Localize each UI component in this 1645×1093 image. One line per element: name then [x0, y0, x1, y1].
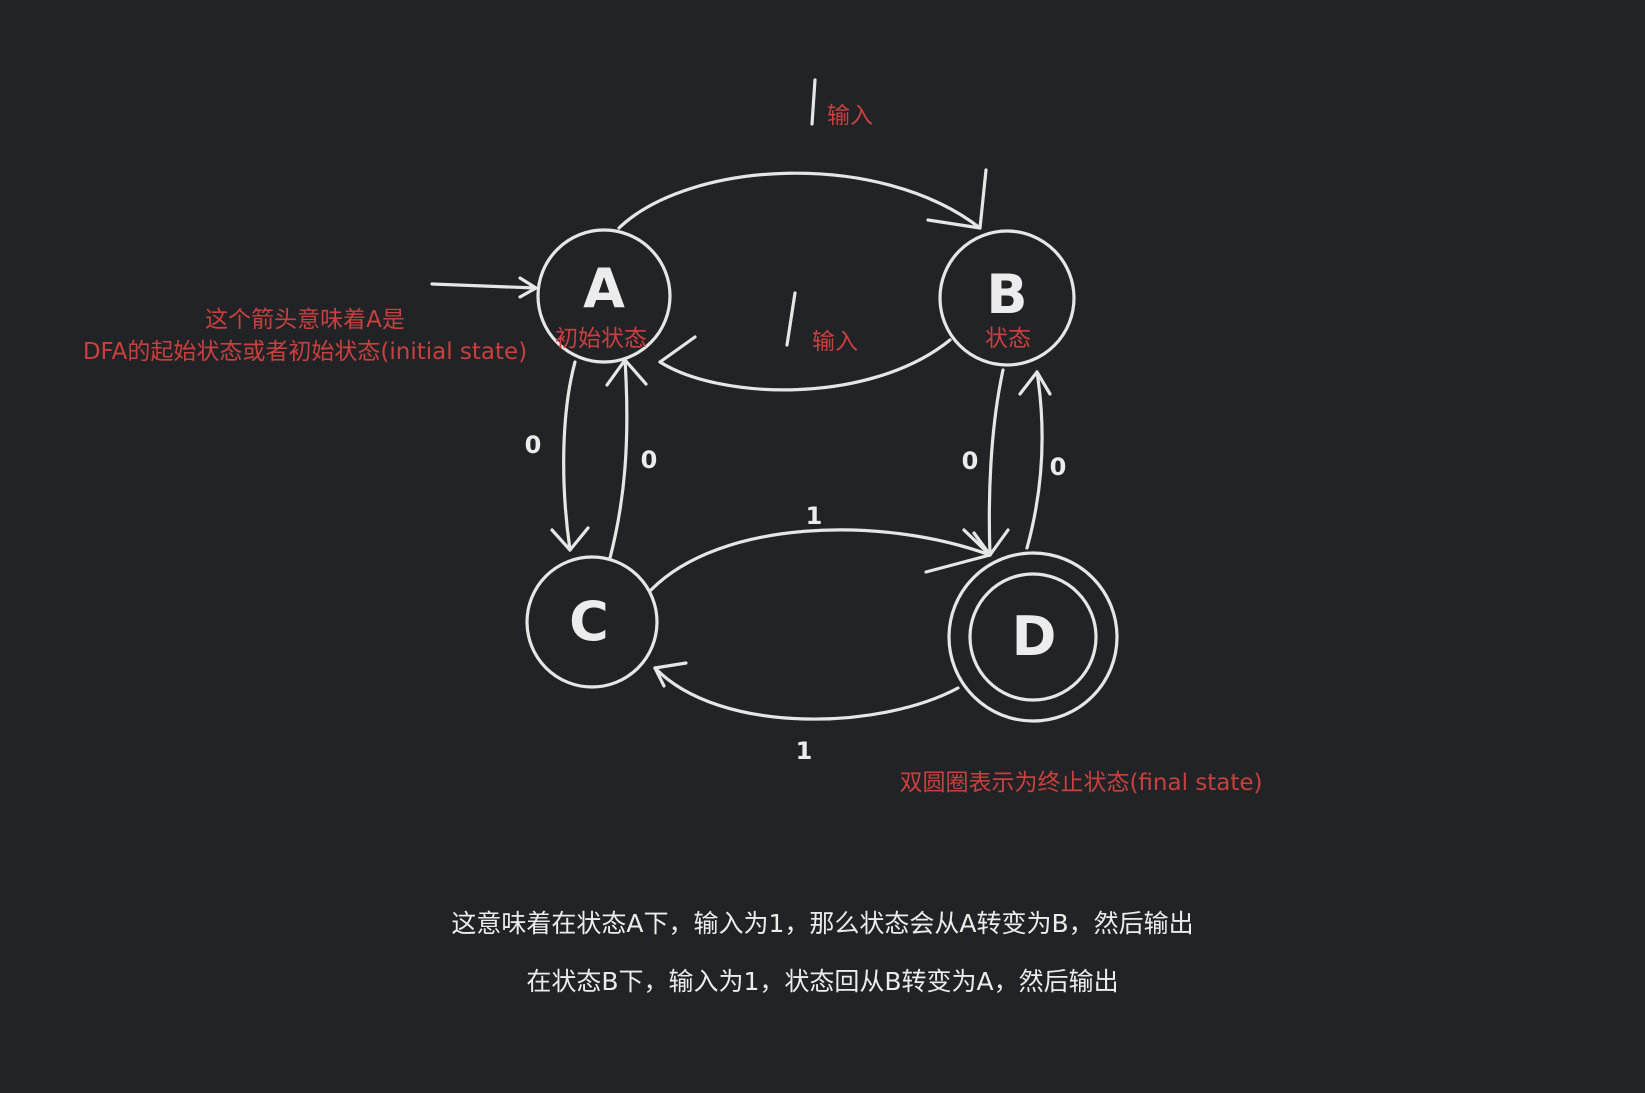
start-arrow-note-line1: 这个箭头意味着A是	[205, 307, 405, 333]
edge-a-to-b-label-mark	[810, 78, 817, 126]
state-a-circle	[536, 228, 672, 364]
state-d: D	[947, 551, 1119, 723]
edge-b-to-a-label-mark	[785, 291, 797, 347]
edge-d-to-b-label: 0	[1050, 453, 1067, 481]
start-arrow	[430, 276, 538, 299]
edge-c-to-a-label: 0	[641, 446, 658, 474]
edge-b-to-a-note: 输入	[812, 329, 858, 355]
state-b-circle	[938, 229, 1076, 367]
explanation-line-1: 这意味着在状态A下，输入为1，那么状态会从A转变为B，然后输出	[451, 909, 1194, 938]
edge-d-to-c-label: 1	[796, 737, 813, 765]
edge-b-to-a: 输入	[658, 291, 952, 392]
edge-b-to-d-label: 0	[962, 447, 979, 475]
state-b: B 状态	[938, 229, 1076, 367]
state-b-note: 状态	[985, 326, 1031, 352]
state-d-outer-circle	[947, 551, 1119, 723]
edge-c-to-d-label: 1	[806, 502, 823, 530]
explanation-line-2: 在状态B下，输入为1，状态回从B转变为A，然后输出	[526, 967, 1119, 996]
state-a: A 初始状态	[536, 228, 672, 364]
state-c: C	[525, 555, 659, 689]
state-a-letter: A	[583, 257, 625, 320]
state-d-inner-circle	[968, 572, 1098, 702]
final-state-note: 双圆圈表示为终止状态(final state)	[899, 770, 1262, 796]
state-c-circle	[525, 555, 659, 689]
edge-a-to-b-note: 输入	[827, 103, 873, 129]
edge-d-to-c: 1	[653, 661, 960, 765]
edge-a-to-b: 输入	[617, 78, 988, 230]
edge-c-to-d: 1	[649, 502, 992, 592]
edge-a-to-c: 0	[525, 360, 590, 552]
state-b-letter: B	[986, 263, 1027, 326]
state-a-note: 初始状态	[555, 326, 647, 352]
state-c-letter: C	[569, 590, 609, 653]
edge-c-to-a: 0	[605, 358, 658, 560]
edge-b-to-d: 0	[962, 368, 1010, 557]
edge-d-to-b: 0	[1018, 370, 1067, 550]
edge-a-to-c-label: 0	[525, 431, 542, 459]
start-arrow-note-line2: DFA的起始状态或者初始状态(initial state)	[83, 339, 527, 365]
state-d-letter: D	[1012, 605, 1057, 668]
